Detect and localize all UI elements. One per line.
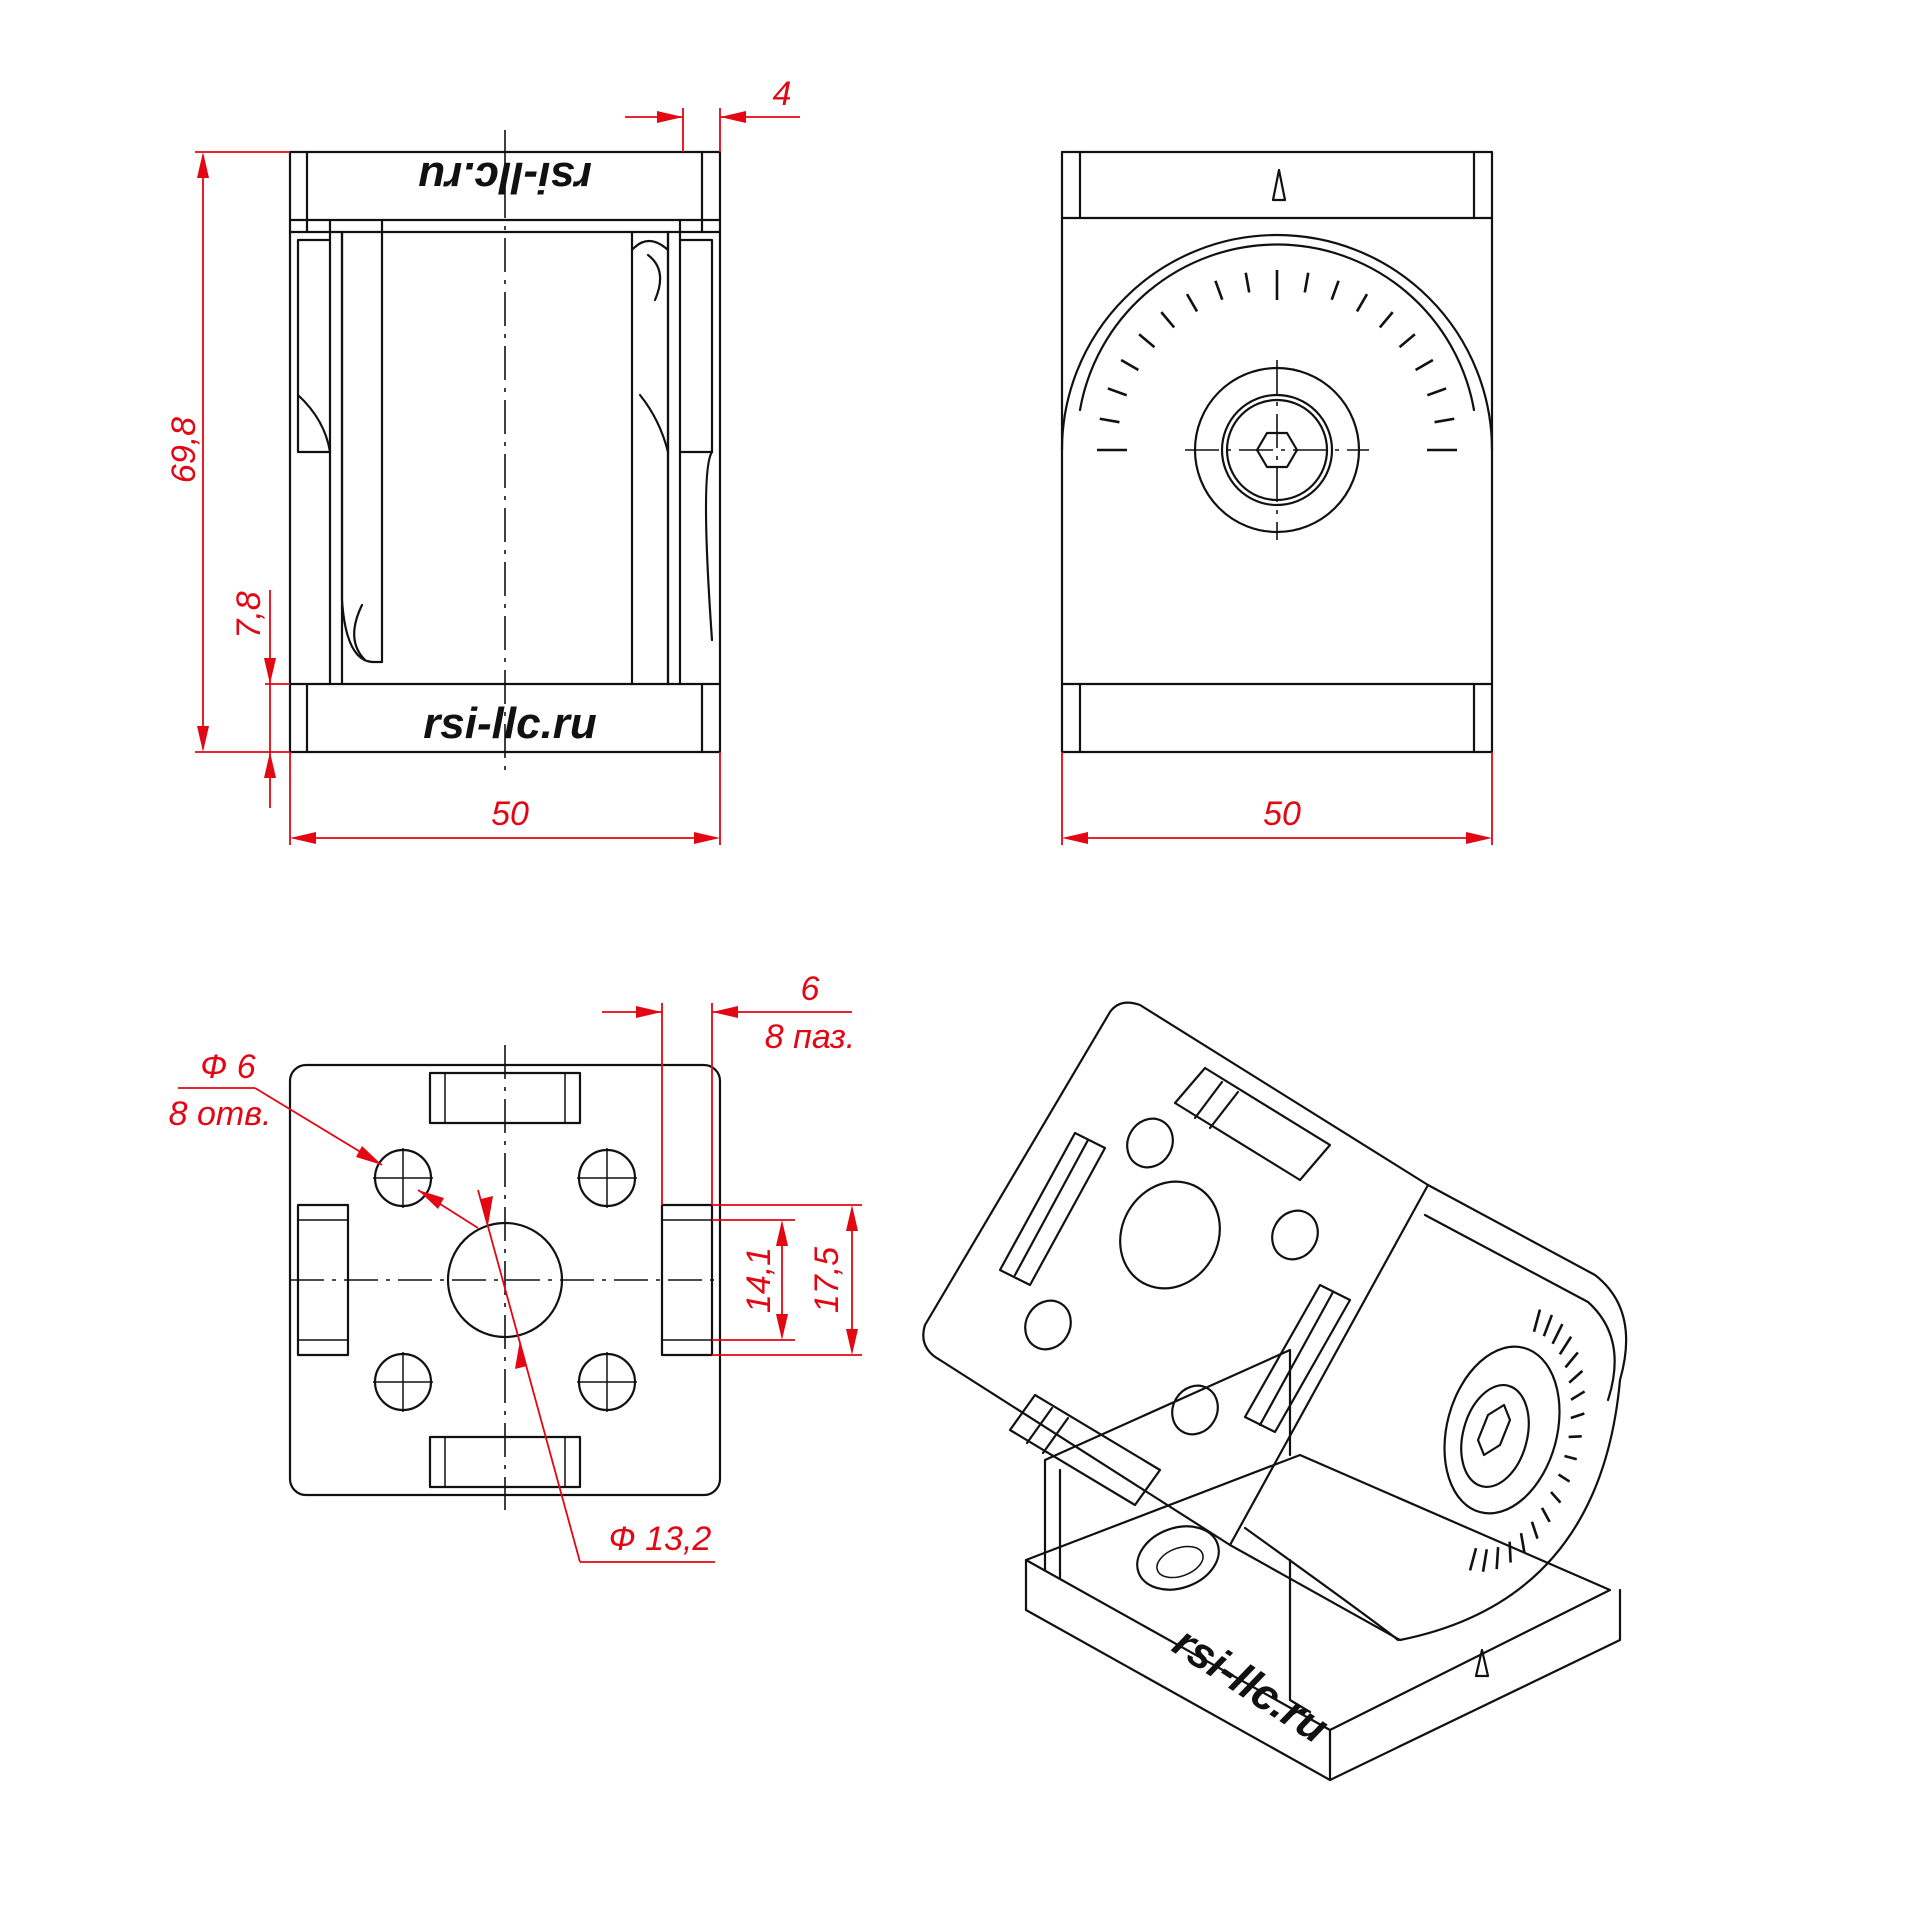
mounting-holes bbox=[373, 1148, 637, 1412]
scale-tick bbox=[1099, 417, 1120, 424]
top-dimensions: 6 8 паз. 14,1 17,5 Ф 6 8 отв. Ф 13,2 bbox=[169, 970, 862, 1563]
scale-tick bbox=[1138, 333, 1156, 349]
dim-slot-inner: 14,1 bbox=[740, 1247, 778, 1313]
scale-tick bbox=[1185, 293, 1199, 313]
iso-scale-tick bbox=[1558, 1335, 1573, 1355]
side-outline bbox=[1060, 150, 1494, 754]
scale-tick bbox=[1303, 272, 1310, 293]
iso-base-hole bbox=[1136, 1525, 1220, 1591]
scale-tick bbox=[1398, 333, 1416, 349]
dim-height: 69,8 bbox=[165, 417, 203, 483]
iso-scale-tick bbox=[1481, 1549, 1489, 1572]
dim-center-hole-diameter: Ф 13,2 bbox=[609, 1520, 712, 1558]
dim-width-front: 50 bbox=[491, 795, 529, 833]
iso-slot-right bbox=[1243, 1283, 1352, 1434]
iso-scale-tick bbox=[1570, 1412, 1585, 1420]
side-dimensions: 50 bbox=[1061, 752, 1493, 845]
iso-brand-logo: rsi-llc.ru bbox=[1165, 1617, 1337, 1753]
scale-tick bbox=[1426, 387, 1447, 397]
iso-scale-tick bbox=[1564, 1454, 1578, 1461]
iso-scale-tick bbox=[1568, 1369, 1584, 1384]
iso-slot-bottom bbox=[1008, 1393, 1162, 1507]
scale-tick bbox=[1434, 417, 1455, 424]
iso-scale-tick bbox=[1550, 1491, 1562, 1504]
scale-tick bbox=[1214, 280, 1224, 301]
iso-center-hole bbox=[1119, 1180, 1221, 1290]
iso-bolt-washer bbox=[1443, 1345, 1561, 1515]
scale-tick bbox=[1330, 280, 1340, 301]
dim-slot-count: 8 паз. bbox=[765, 1018, 855, 1056]
iso-scale-tick bbox=[1540, 1507, 1551, 1523]
iso-scale-tick bbox=[1557, 1473, 1571, 1483]
iso-scale-tick bbox=[1570, 1390, 1586, 1401]
iso-angle-scale bbox=[1468, 1309, 1586, 1572]
side-view bbox=[1060, 150, 1494, 754]
scale-tick bbox=[1355, 293, 1369, 313]
iso-scale-tick bbox=[1508, 1541, 1512, 1563]
scale-tick bbox=[1120, 358, 1140, 372]
dim-slot-offset: 4 bbox=[773, 75, 792, 113]
dim-slot-outer: 17,5 bbox=[808, 1247, 846, 1313]
scale-tick bbox=[1378, 311, 1394, 329]
iso-scale-tick bbox=[1495, 1547, 1500, 1570]
brand-logo-bottom: rsi-llc.ru bbox=[423, 699, 597, 748]
scale-tick bbox=[1244, 272, 1251, 293]
dim-width-side: 50 bbox=[1263, 795, 1301, 833]
direction-marker-icon bbox=[1271, 168, 1287, 202]
top-view bbox=[288, 1045, 722, 1510]
iso-scale-tick bbox=[1568, 1434, 1582, 1439]
dim-slot-width: 6 bbox=[801, 970, 820, 1008]
iso-scale-tick bbox=[1542, 1314, 1554, 1337]
iso-slot-top bbox=[1173, 1066, 1332, 1182]
iso-slot-left bbox=[998, 1131, 1107, 1287]
scale-tick bbox=[1414, 358, 1434, 372]
iso-head-face bbox=[922, 1001, 1430, 1547]
isometric-view: rsi-llc.ru bbox=[922, 1001, 1628, 1782]
iso-base-top bbox=[1024, 1453, 1612, 1732]
iso-scale-tick bbox=[1564, 1351, 1579, 1369]
iso-hex-socket-icon bbox=[1476, 1403, 1512, 1457]
dim-base-thickness: 7,8 bbox=[230, 591, 268, 638]
rotating-head-arc bbox=[1060, 233, 1494, 452]
iso-scale-tick bbox=[1530, 1521, 1539, 1539]
dim-hole-diameter: Ф 6 bbox=[200, 1048, 255, 1086]
angle-scale bbox=[1097, 270, 1457, 452]
scale-tick bbox=[1107, 387, 1128, 397]
iso-scale-tick bbox=[1551, 1323, 1564, 1345]
scale-tick bbox=[1160, 311, 1176, 329]
front-view: rsi-llc.ru rsi-llc.ru bbox=[288, 130, 722, 770]
iso-scale-tick bbox=[1468, 1547, 1478, 1571]
dim-hole-count: 8 отв. bbox=[169, 1095, 272, 1133]
iso-scale-tick bbox=[1519, 1532, 1526, 1553]
iso-scale-tick bbox=[1532, 1309, 1542, 1333]
front-dimensions: 69,8 7,8 50 4 bbox=[165, 75, 800, 845]
